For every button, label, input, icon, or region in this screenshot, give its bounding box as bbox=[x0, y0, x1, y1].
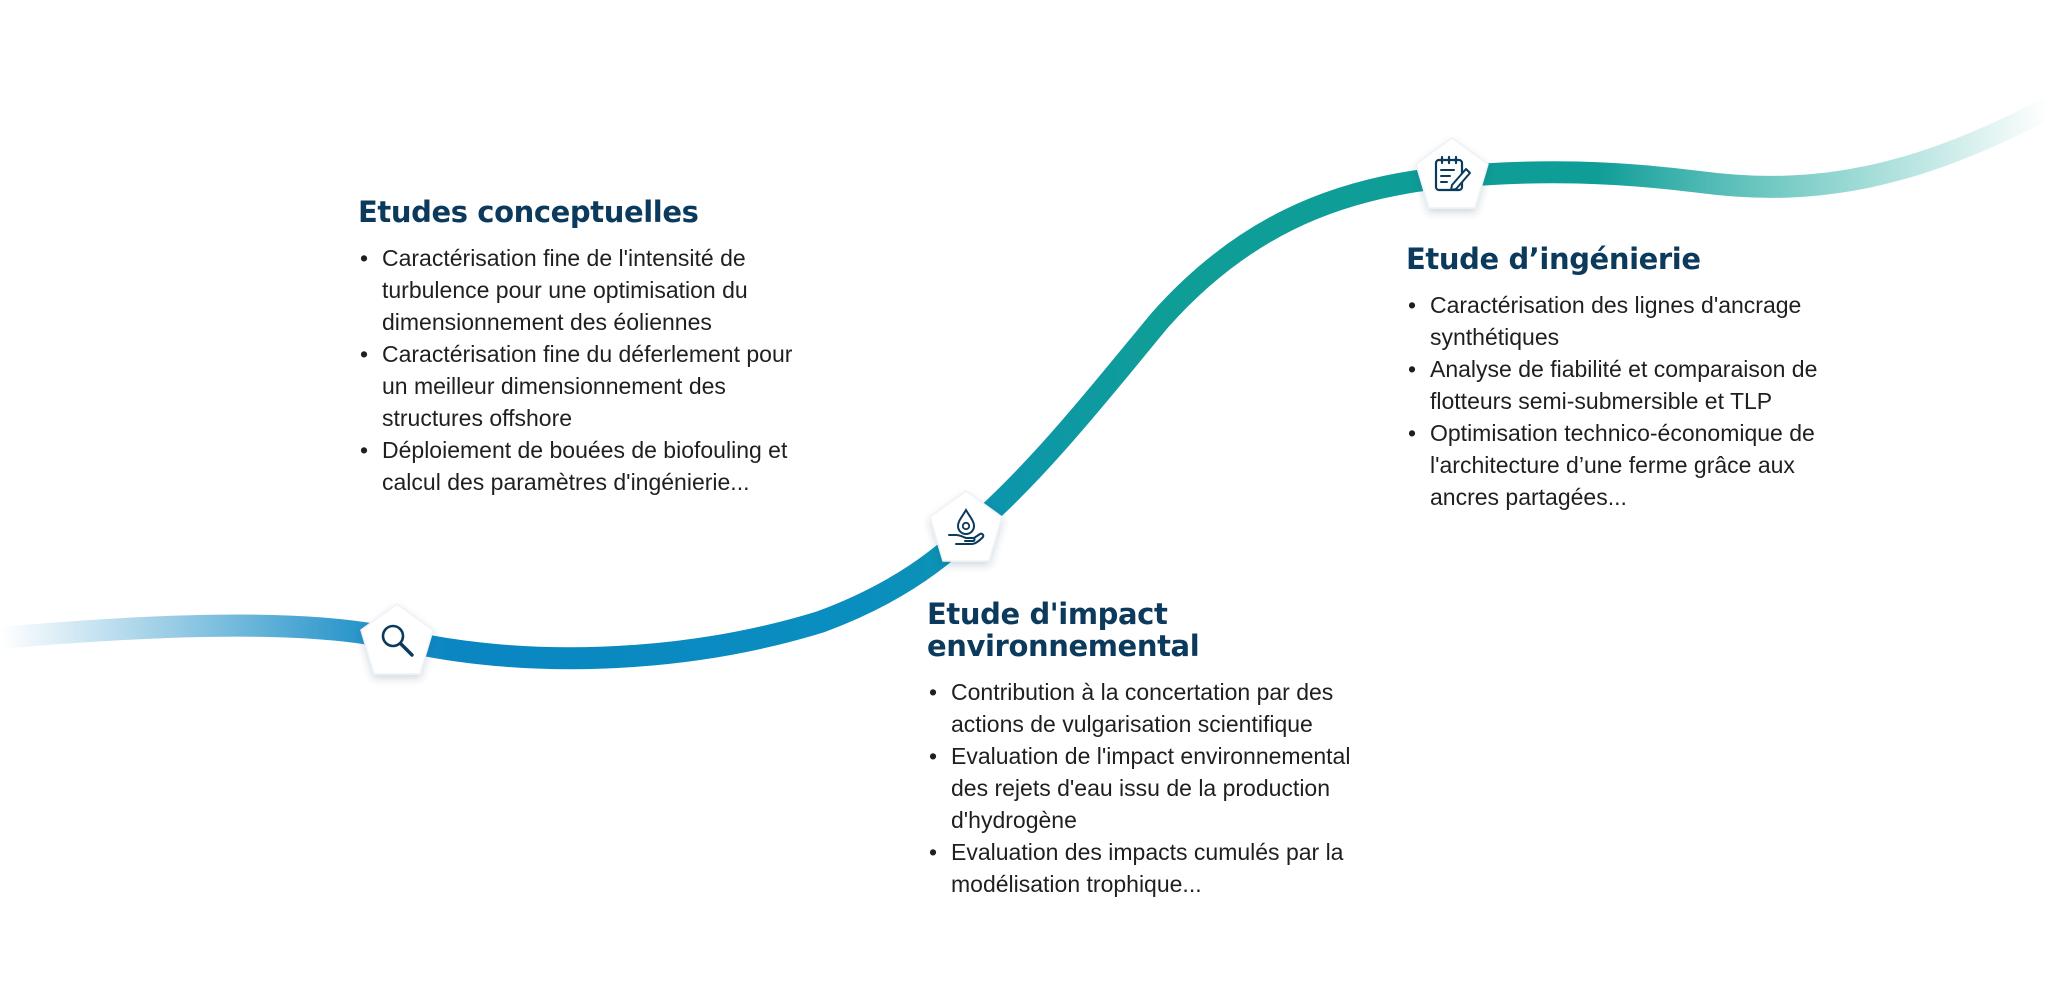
stage-title: Etude d’ingénierie bbox=[1406, 242, 1701, 276]
list-item: Evaluation de l'impact environnemental d… bbox=[927, 740, 1367, 836]
hand-water-drop-icon bbox=[948, 507, 985, 545]
list-item: Optimisation technico-économique de l'ar… bbox=[1406, 417, 1846, 513]
list-item: Analyse de fiabilité et comparaison de f… bbox=[1406, 353, 1846, 417]
stage-title: Etudes conceptuelles bbox=[358, 195, 699, 229]
stage-etudes-conceptuelles: Etudes conceptuelles Caractérisation fin… bbox=[358, 196, 798, 498]
list-item: Déploiement de bouées de biofouling et c… bbox=[358, 434, 798, 498]
list-item: Evaluation des impacts cumulés par la mo… bbox=[927, 836, 1367, 900]
stage-etude-impact-environnemental: Etude d'impact environnemental Contribut… bbox=[927, 598, 1367, 900]
list-item: Contribution à la concertation par des a… bbox=[927, 676, 1367, 740]
node-etude-impact-environnemental bbox=[926, 487, 1006, 567]
node-etude-ingenierie bbox=[1412, 134, 1492, 214]
stage-list: Caractérisation fine de l'intensité de t… bbox=[358, 242, 798, 498]
stage-list: Caractérisation des lignes d'ancrage syn… bbox=[1406, 289, 1846, 513]
pentagon-badge bbox=[360, 603, 434, 675]
list-item: Caractérisation fine du déferlement pour… bbox=[358, 338, 798, 434]
list-item: Caractérisation fine de l'intensité de t… bbox=[358, 242, 798, 338]
node-etudes-conceptuelles bbox=[357, 600, 437, 680]
list-item: Caractérisation des lignes d'ancrage syn… bbox=[1406, 289, 1846, 353]
notepad-pencil-icon bbox=[1434, 155, 1471, 192]
stage-list: Contribution à la concertation par des a… bbox=[927, 676, 1367, 900]
magnifier-icon bbox=[381, 624, 414, 657]
pentagon-badge bbox=[1415, 137, 1489, 209]
stage-etude-ingenierie: Etude d’ingénierie Caractérisation des l… bbox=[1406, 243, 1846, 513]
stage-title: Etude d'impact environnemental bbox=[927, 597, 1200, 663]
pentagon-badge bbox=[929, 490, 1003, 562]
